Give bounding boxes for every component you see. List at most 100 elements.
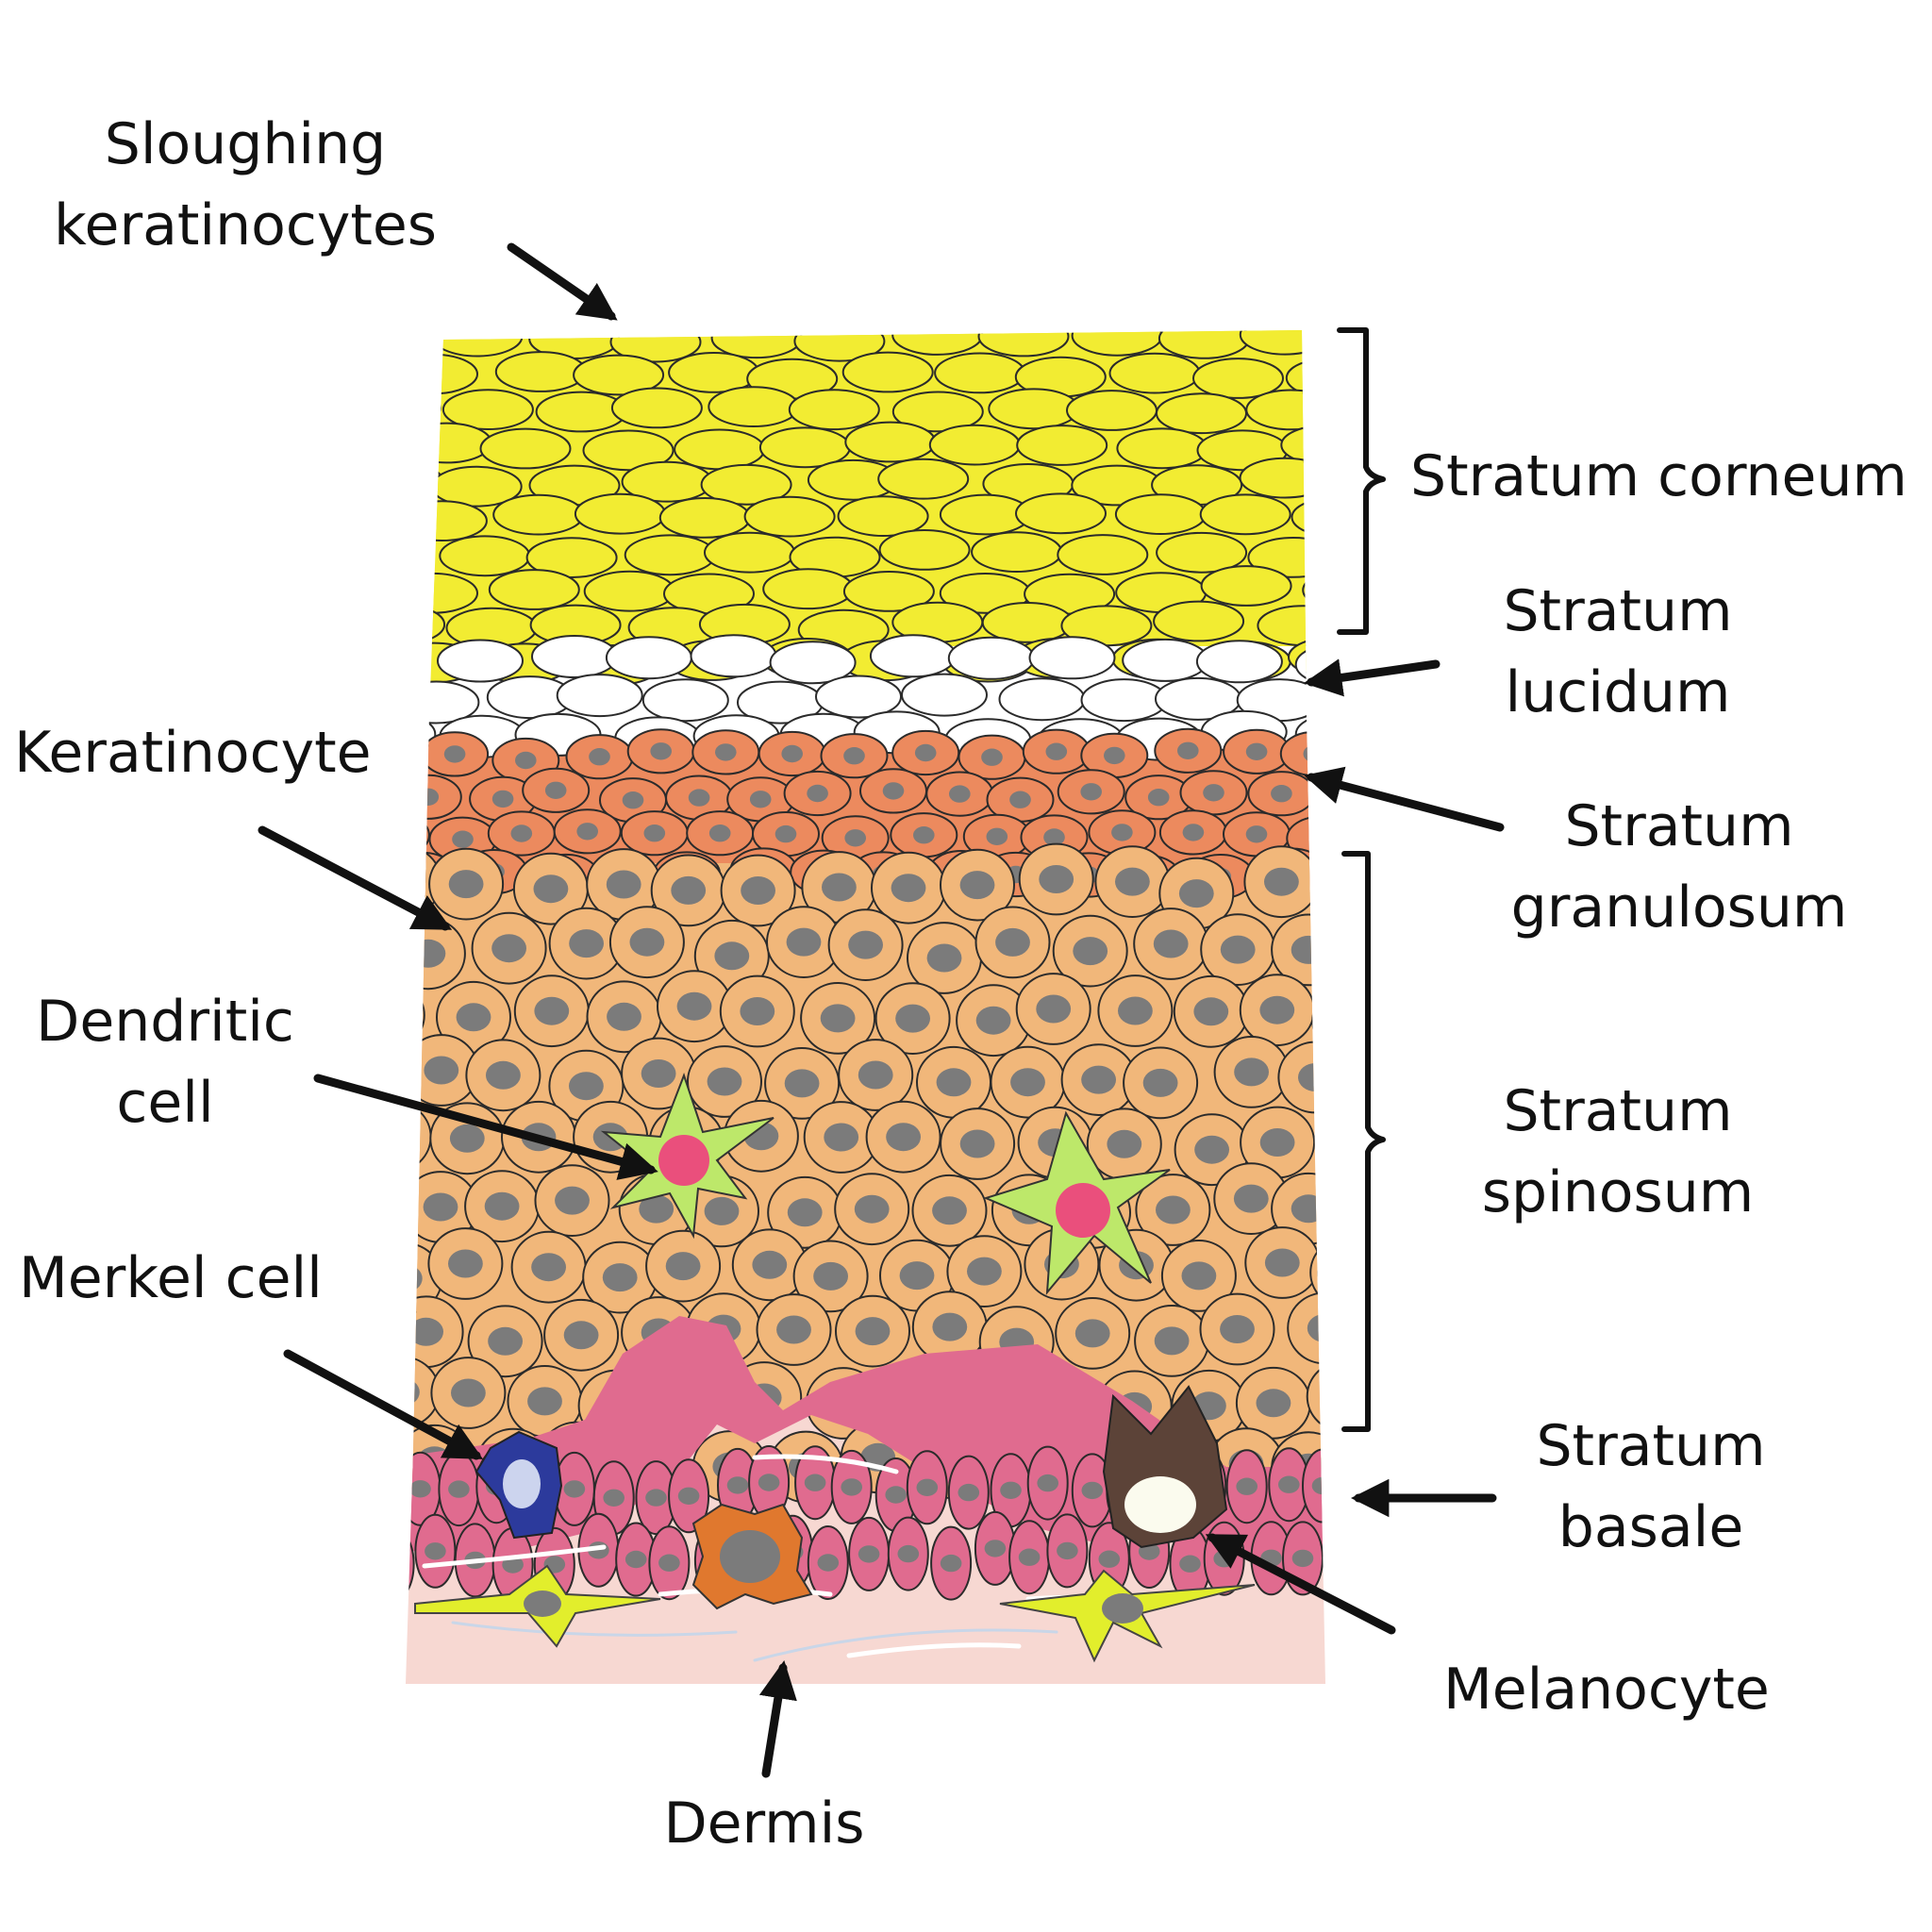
cell <box>1309 857 1325 929</box>
nucleus <box>975 1006 1011 1035</box>
nucleus <box>841 1478 862 1496</box>
nucleus <box>406 867 422 896</box>
nucleus <box>1045 742 1068 760</box>
nucleus <box>576 823 598 841</box>
cell <box>1200 565 1292 607</box>
keratinocyte-arrow <box>258 825 453 931</box>
nucleus <box>1291 1549 1314 1568</box>
nucleus <box>1233 1184 1269 1213</box>
cell <box>1239 457 1325 499</box>
cell <box>406 330 442 360</box>
cell <box>1257 605 1325 646</box>
nucleus <box>1194 1135 1229 1164</box>
nucleus <box>1245 825 1268 843</box>
nucleus <box>848 930 883 959</box>
cell <box>1323 1515 1325 1591</box>
nucleus <box>569 1072 604 1101</box>
nucleus <box>676 991 712 1021</box>
cell <box>1158 330 1250 359</box>
nucleus <box>1080 783 1102 801</box>
nucleus <box>544 781 567 799</box>
cell <box>981 602 1074 643</box>
nucleus <box>381 744 403 761</box>
cell <box>928 424 1021 466</box>
nucleus <box>897 1544 920 1563</box>
nucleus <box>1291 935 1325 964</box>
nucleus <box>603 1489 625 1507</box>
tissue-block <box>381 330 1424 1684</box>
nucleus <box>406 1123 412 1151</box>
nucleus <box>726 1476 749 1494</box>
dendritic-cell-arrow <box>313 1074 658 1180</box>
cell <box>1311 984 1325 1058</box>
stratum-corneum-bracket <box>1337 327 1386 635</box>
nucleus <box>940 1554 962 1573</box>
cell <box>610 387 703 429</box>
cell <box>583 570 675 612</box>
cell <box>700 463 792 506</box>
nucleus <box>1256 1389 1291 1418</box>
cell <box>431 330 524 358</box>
nucleus <box>1220 1315 1255 1343</box>
cell <box>1340 678 1424 720</box>
nucleus <box>410 939 446 968</box>
melanocyte-arrow <box>1205 1533 1396 1635</box>
nucleus <box>1236 1477 1257 1495</box>
nucleus <box>448 870 484 899</box>
nucleus <box>926 943 962 973</box>
merkel-cell-arrow <box>283 1349 484 1460</box>
cell <box>1277 1041 1325 1114</box>
nucleus <box>417 788 440 806</box>
label-line: Stratum corneum <box>1410 443 1907 509</box>
cell <box>1192 358 1284 399</box>
cell <box>837 495 929 537</box>
corneum-cells <box>406 330 1325 686</box>
nucleus <box>1057 1541 1078 1560</box>
label-stratum-lucidum: Stratum lucidum <box>1457 571 1778 733</box>
nucleus <box>425 1542 446 1560</box>
nucleus <box>959 871 995 900</box>
nucleus <box>1142 1068 1178 1097</box>
nucleus <box>995 927 1030 957</box>
nucleus <box>677 1487 700 1506</box>
cell <box>710 330 803 359</box>
cell <box>708 386 800 428</box>
label-line: Stratum <box>1564 793 1794 859</box>
nucleus <box>643 824 666 842</box>
cell <box>815 675 902 719</box>
label-line: Stratum <box>1536 1413 1766 1479</box>
nucleus <box>625 1550 647 1569</box>
nucleus <box>858 1545 880 1563</box>
nucleus <box>1203 784 1224 802</box>
cell <box>842 571 935 612</box>
cell <box>1302 1448 1325 1524</box>
nucleus <box>658 1554 680 1572</box>
nucleus <box>563 1321 599 1350</box>
nucleus <box>714 941 750 971</box>
nucleus <box>914 743 937 762</box>
label-line: Keratinocyte <box>14 720 372 786</box>
nucleus <box>1333 1544 1355 1561</box>
cell <box>1153 600 1245 642</box>
nucleus <box>891 874 926 903</box>
nucleus <box>491 790 514 808</box>
nucleus <box>1193 997 1229 1026</box>
label-keratinocyte: Keratinocyte <box>14 712 372 793</box>
cell <box>998 677 1086 722</box>
nucleus <box>715 743 737 761</box>
nucleus <box>1182 824 1205 841</box>
cell <box>1015 492 1107 535</box>
label-line: cell <box>116 1070 214 1136</box>
cell <box>439 535 531 577</box>
cell <box>406 978 425 1052</box>
macrophage-cell <box>691 1503 813 1610</box>
cell <box>674 428 766 471</box>
cell <box>1066 390 1158 431</box>
label-sloughing-keratinocytes: Sloughing keratinocytes <box>38 104 453 266</box>
cell <box>977 330 1070 358</box>
nucleus <box>1009 791 1031 808</box>
nucleus <box>784 1069 820 1098</box>
cell <box>1156 392 1247 435</box>
cell <box>605 636 692 680</box>
melanocyte-cell <box>1102 1385 1228 1549</box>
